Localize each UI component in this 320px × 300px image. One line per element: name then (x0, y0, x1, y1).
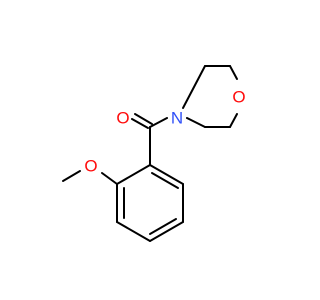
bond-ring-inner-2 (149, 218, 177, 235)
bond-ring-c6-c1 (116, 164, 151, 185)
atom-methoxy-oxygen: O (84, 157, 97, 176)
bond-ring-c3-c4 (149, 221, 184, 242)
bond-ring-c4-c5 (116, 221, 151, 242)
bond-carbonyl-c-n (149, 117, 168, 128)
structure-diagram: O N O O (62, 65, 246, 242)
bond-aryl-o (101, 172, 118, 185)
bond-o-c-lower (229, 113, 238, 128)
atom-morpholine-oxygen: O (232, 88, 245, 107)
bond-ring-inner-1 (151, 172, 179, 189)
atom-morpholine-nitrogen: N (171, 109, 183, 128)
bond-ring-c1-c2 (149, 164, 184, 185)
molecule-drawing: O N O O (62, 65, 246, 242)
bond-c-o-upper (229, 65, 238, 80)
bond-carbonyl-double-b (134, 113, 153, 125)
bond-n-c-upper (182, 65, 206, 109)
bond-carbonyl-double-a (131, 118, 149, 129)
atom-carbonyl-oxygen: O (116, 109, 129, 128)
bond-o-methyl (62, 170, 81, 182)
bond-c-n-lower (186, 117, 206, 128)
